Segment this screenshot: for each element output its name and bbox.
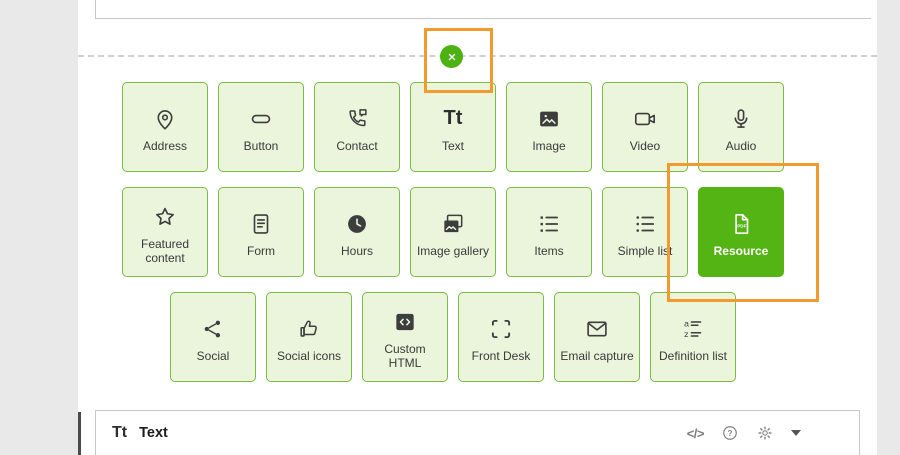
tile-social[interactable]: Social xyxy=(170,292,256,382)
tile-label: Social icons xyxy=(276,348,342,363)
share-nodes-icon xyxy=(200,313,226,345)
svg-text:PDF: PDF xyxy=(737,223,746,228)
tile-label: Email capture xyxy=(560,348,634,363)
svg-text:?: ? xyxy=(727,429,732,438)
tile-featured-content[interactable]: Featured content xyxy=(122,187,208,277)
block-grid: Address Button Contact Tt xyxy=(122,82,784,397)
tile-label: Featured content xyxy=(140,236,190,265)
code-box-icon xyxy=(392,306,418,338)
star-icon xyxy=(152,201,178,233)
frame-corners-icon xyxy=(488,313,514,345)
tile-image-gallery[interactable]: Image gallery xyxy=(410,187,496,277)
tile-resource[interactable]: PDF Resource xyxy=(698,187,784,277)
tile-label: Custom HTML xyxy=(384,341,426,370)
tile-label: Contact xyxy=(336,138,378,153)
tile-label: Hours xyxy=(340,243,373,258)
map-pin-icon xyxy=(152,103,178,135)
gear-icon[interactable] xyxy=(756,424,774,442)
clock-icon xyxy=(344,208,370,240)
tile-label: Video xyxy=(629,138,661,153)
tile-image[interactable]: Image xyxy=(506,82,592,172)
svg-text:z: z xyxy=(684,329,688,339)
tile-simple-list[interactable]: Simple list xyxy=(602,187,688,277)
code-icon[interactable]: </> xyxy=(686,425,705,441)
form-document-icon xyxy=(248,208,274,240)
tile-items[interactable]: Items xyxy=(506,187,592,277)
caret-down-icon[interactable] xyxy=(791,430,801,436)
tile-form[interactable]: Form xyxy=(218,187,304,277)
tile-label: Simple list xyxy=(617,243,673,258)
envelope-icon xyxy=(584,313,610,345)
tile-label: Resource xyxy=(713,243,769,258)
text-block-actions: </> ? xyxy=(687,424,801,442)
section-divider-dashed xyxy=(78,55,877,57)
tile-label: Button xyxy=(243,138,279,153)
tile-label: Form xyxy=(247,243,275,258)
microphone-icon xyxy=(728,103,754,135)
thumbs-up-icon xyxy=(296,313,322,345)
previous-block-edge xyxy=(95,0,871,19)
help-icon[interactable]: ? xyxy=(721,424,739,442)
tile-custom-html[interactable]: Custom HTML xyxy=(362,292,448,382)
tile-label: Front Desk xyxy=(471,348,531,363)
tile-button[interactable]: Button xyxy=(218,82,304,172)
tile-label: Definition list xyxy=(658,348,728,363)
text-block-header: Tt Text </> ? xyxy=(95,410,860,455)
tile-label: Text xyxy=(441,138,464,153)
block-grid-row-1: Address Button Contact Tt xyxy=(122,82,784,172)
image-icon xyxy=(536,103,562,135)
text-block-title: Text xyxy=(139,425,168,441)
photo-stack-icon xyxy=(440,208,466,240)
tile-audio[interactable]: Audio xyxy=(698,82,784,172)
bullet-list-icon xyxy=(536,208,562,240)
tile-label: Audio xyxy=(725,138,757,153)
text-block-icon: Tt xyxy=(112,424,128,441)
left-edge-strip xyxy=(78,412,81,455)
block-grid-row-3: Social Social icons Custom HTML xyxy=(122,292,784,382)
tile-hours[interactable]: Hours xyxy=(314,187,400,277)
tile-video[interactable]: Video xyxy=(602,82,688,172)
pdf-file-icon: PDF xyxy=(728,208,754,240)
phone-chat-icon xyxy=(344,103,370,135)
tile-front-desk[interactable]: Front Desk xyxy=(458,292,544,382)
tile-text[interactable]: Tt Text xyxy=(410,82,496,172)
tile-label: Image gallery xyxy=(416,243,490,258)
tile-email-capture[interactable]: Email capture xyxy=(554,292,640,382)
x-icon xyxy=(446,51,458,63)
close-picker-button[interactable] xyxy=(440,45,463,68)
tile-social-icons[interactable]: Social icons xyxy=(266,292,352,382)
button-pill-icon xyxy=(248,103,274,135)
tile-label: Items xyxy=(534,243,564,258)
page-canvas: Address Button Contact Tt xyxy=(78,0,877,455)
block-grid-row-2: Featured content Form Hours xyxy=(122,187,784,277)
dot-list-icon xyxy=(632,208,658,240)
tile-label: Social xyxy=(196,348,230,363)
svg-text:a: a xyxy=(684,318,689,328)
tile-address[interactable]: Address xyxy=(122,82,208,172)
tile-label: Image xyxy=(532,138,566,153)
video-camera-icon xyxy=(632,103,658,135)
tile-contact[interactable]: Contact xyxy=(314,82,400,172)
text-tt-icon: Tt xyxy=(443,107,463,130)
tile-label: Address xyxy=(142,138,188,153)
